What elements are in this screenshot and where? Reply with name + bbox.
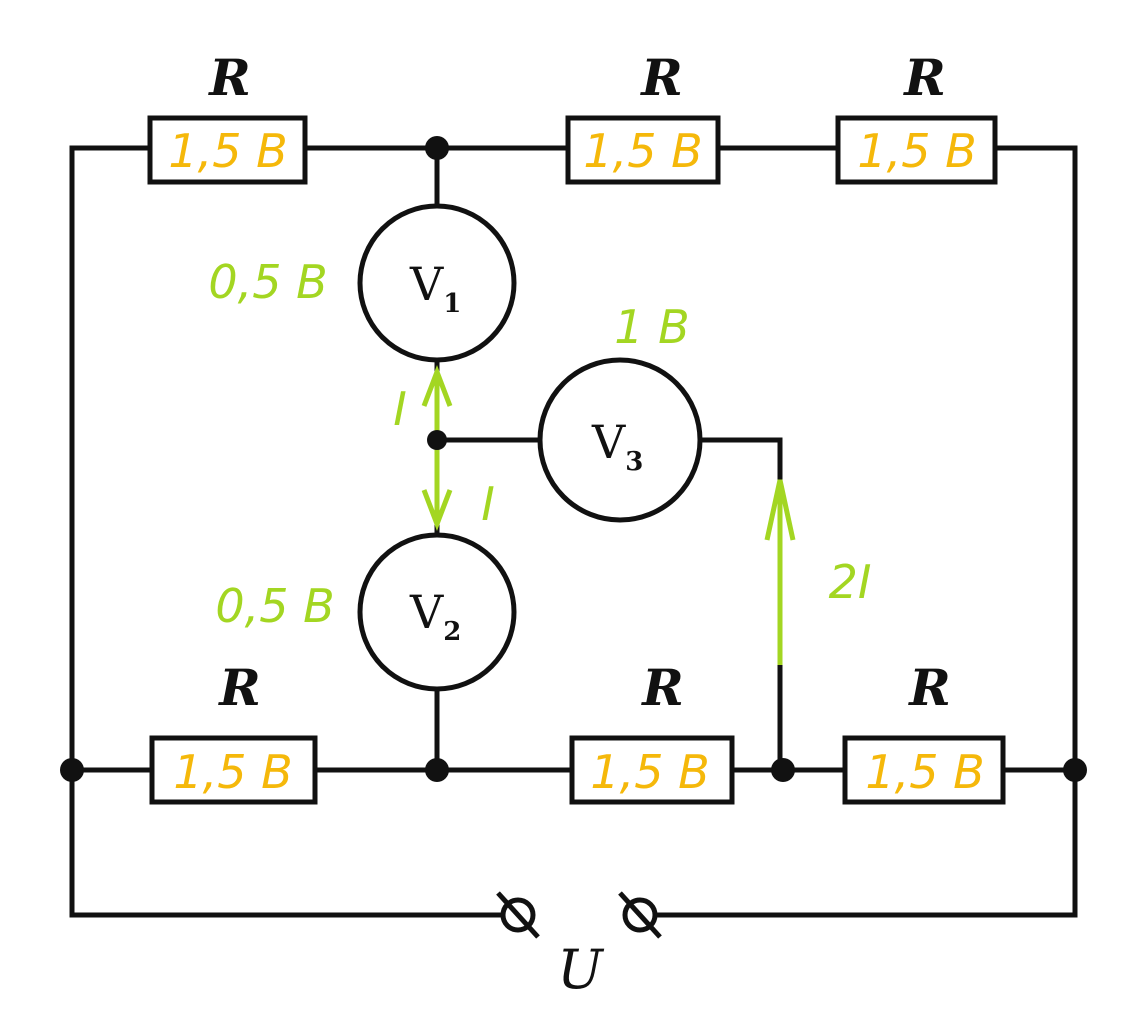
arrow-up-icon — [764, 479, 796, 665]
resistor-body — [565, 115, 721, 185]
voltmeter-symbol: V2 — [409, 585, 461, 647]
resistor-voltage: 1,5 B — [857, 124, 976, 178]
junction-dot — [425, 136, 449, 160]
junction-dot — [60, 758, 84, 782]
current-label: I — [481, 477, 495, 531]
resistor-label: R — [640, 658, 684, 717]
arrow-down-icon — [421, 445, 453, 532]
resistor-bottom-middle: R 1,5 B — [569, 658, 735, 805]
resistor-body — [569, 735, 735, 805]
resistor-body — [835, 115, 998, 185]
voltmeter-body — [537, 357, 703, 523]
current-arrow-down: I — [421, 445, 495, 532]
voltmeter-reading: 0,5 B — [215, 579, 334, 633]
voltmeter-3: V3 1 B — [537, 300, 703, 523]
resistor-label: R — [639, 48, 683, 107]
resistor-body — [842, 735, 1006, 805]
resistor-voltage: 1,5 B — [173, 745, 292, 799]
arrow-up-icon — [421, 364, 453, 438]
voltmeter-1: V1 0,5 B — [208, 203, 517, 363]
voltmeter-symbol: V1 — [409, 257, 461, 319]
current-arrow-2i: 2I — [764, 479, 872, 665]
current-label: I — [393, 382, 407, 436]
resistor-top-left: R 1,5 B — [147, 48, 308, 185]
resistor-voltage: 1,5 B — [168, 124, 287, 178]
resistor-label: R — [902, 48, 946, 107]
current-label: 2I — [829, 555, 872, 609]
resistor-bottom-left: R 1,5 B — [149, 658, 318, 805]
resistor-voltage: 1,5 B — [590, 745, 709, 799]
current-arrow-up: I — [393, 364, 453, 438]
resistor-bottom-right: R 1,5 B — [842, 658, 1006, 805]
junction-dot — [427, 430, 447, 450]
junction-dot — [425, 758, 449, 782]
resistor-top-right: R 1,5 B — [835, 48, 998, 185]
resistor-voltage: 1,5 B — [865, 745, 984, 799]
left-wire — [69, 145, 503, 918]
resistor-top-middle: R 1,5 B — [565, 48, 721, 185]
junction-nodes — [60, 136, 1087, 782]
terminal-right-icon — [618, 891, 662, 939]
resistor-voltage: 1,5 B — [583, 124, 702, 178]
source-label: U — [557, 938, 604, 1001]
resistor-label: R — [907, 658, 951, 717]
terminal-left-icon — [496, 891, 540, 939]
resistor-body — [149, 735, 318, 805]
resistor-label: R — [207, 48, 251, 107]
junction-dot — [1063, 758, 1087, 782]
voltmeter-reading: 0,5 B — [208, 255, 327, 309]
voltmeter-body — [357, 532, 517, 692]
resistor-body — [147, 115, 308, 185]
voltmeter-body — [357, 203, 517, 363]
voltmeter-2: V2 0,5 B — [215, 532, 517, 692]
junction-dot — [771, 758, 795, 782]
right-wire — [647, 145, 1078, 918]
voltage-source: U — [496, 891, 662, 1001]
voltmeter-symbol: V3 — [591, 415, 643, 477]
resistor-label: R — [217, 658, 261, 717]
voltmeter-reading: 1 B — [614, 300, 689, 354]
